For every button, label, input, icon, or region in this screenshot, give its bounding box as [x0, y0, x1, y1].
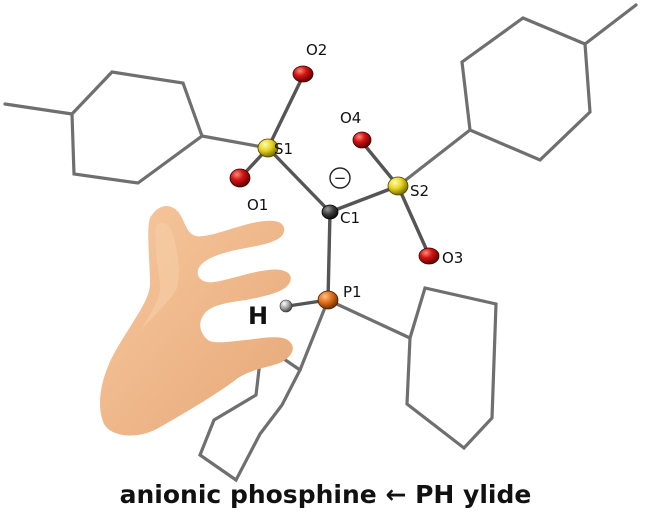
charge-circle	[329, 167, 351, 189]
atom-S1	[257, 138, 279, 158]
methyl-bond-left	[3, 102, 74, 116]
bond-C1-P1	[326, 210, 332, 302]
bond-ring-S2	[396, 128, 472, 188]
hand-illustration	[100, 205, 293, 436]
caption-arrow: ←	[385, 480, 407, 509]
bond-P1-cy2	[298, 298, 330, 372]
hand-highlight	[140, 222, 179, 332]
charge-symbol: −	[334, 169, 347, 187]
bond-S1-O2	[266, 74, 305, 150]
label-H: H	[248, 302, 268, 330]
right-ring	[460, 16, 592, 162]
cyclohexyl-ring-right	[405, 286, 498, 451]
atom-C1	[321, 204, 339, 220]
label-C1: C1	[340, 209, 360, 227]
atom-O2	[292, 65, 314, 83]
atom-O4	[352, 131, 372, 149]
negative-charge: −	[329, 167, 351, 189]
bond-S2-O3	[396, 184, 430, 255]
atom-O3	[418, 247, 440, 265]
methyl-bond-right	[583, 3, 638, 46]
label-O3: O3	[442, 249, 463, 267]
label-P1: P1	[343, 283, 362, 301]
hand-palm	[100, 205, 293, 436]
cyclohexyl-rings	[198, 286, 498, 483]
label-O1: O1	[247, 196, 268, 214]
atom-H	[279, 299, 293, 313]
caption-left: anionic phosphine	[119, 480, 377, 509]
right-tolyl-ring	[396, 3, 638, 188]
label-S1: S1	[274, 140, 293, 158]
label-O4: O4	[340, 109, 361, 127]
caption: anionic phosphine ← PH ylide	[0, 480, 651, 509]
label-O2: O2	[306, 41, 327, 59]
bond-C1-S2	[328, 184, 400, 214]
left-tolyl-ring	[3, 70, 270, 185]
bond-P1-cy1	[326, 298, 412, 340]
atom-P1	[317, 290, 339, 310]
atom-labels: O2 O4 S1 S2 O1 C1 O3 P1 H	[247, 41, 463, 330]
atoms	[229, 65, 440, 313]
bond-ring-S1	[200, 134, 270, 150]
label-S2: S2	[410, 182, 429, 200]
caption-right: PH ylide	[415, 480, 532, 509]
atom-O1	[229, 168, 251, 188]
left-ring	[70, 70, 204, 185]
atom-S2	[387, 176, 409, 196]
bond-S1-C1	[266, 146, 332, 214]
